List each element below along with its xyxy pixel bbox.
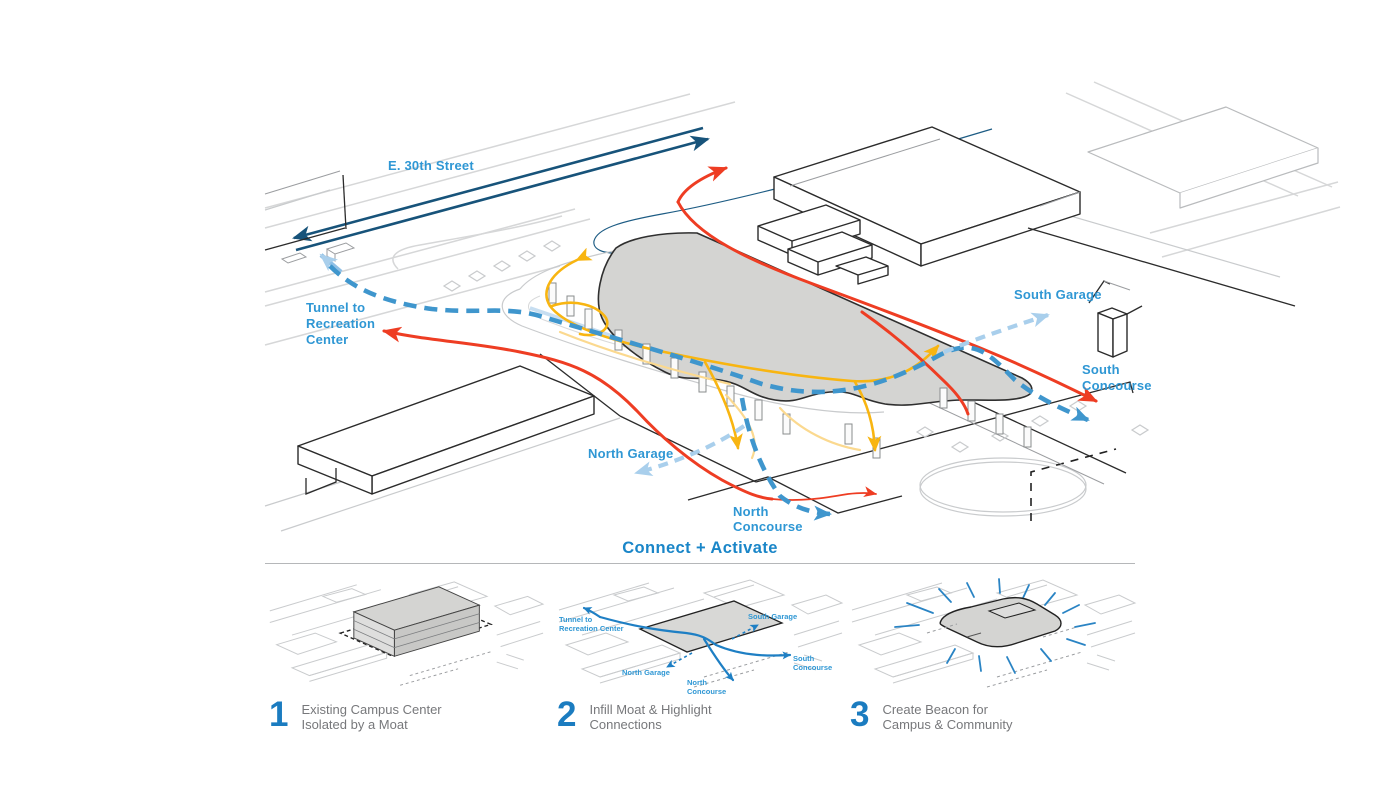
red-through-east	[676, 200, 1098, 403]
label-street: E. 30th Street	[388, 158, 474, 173]
label-north-concourse-1: North	[733, 504, 769, 519]
red-exit-northeast	[676, 166, 728, 204]
red-exit-west	[382, 326, 522, 354]
step3-mini-diagram	[851, 578, 1136, 688]
mini-label-north-garage: North Garage	[622, 668, 670, 677]
tunnel-arrow	[319, 253, 343, 274]
street-arrow-east	[295, 135, 710, 252]
mini-north-concourse-line	[702, 637, 735, 682]
connection-lines	[582, 606, 792, 682]
step2-caption-line2: Connections	[589, 717, 662, 733]
red-circulation	[382, 166, 1098, 501]
survey-dashed-line	[1030, 448, 1117, 521]
mini-label-south-concourse-1: South	[793, 654, 815, 663]
main-diagram: E. 30th Street Tunnel to Recreation Cent…	[264, 81, 1341, 534]
street-boxes	[280, 242, 356, 264]
mini-label-south-concourse-2: Concourse	[793, 663, 832, 672]
red-branch-steep	[860, 310, 970, 416]
mini-labels: Tunnel to Recreation Center South Garage…	[559, 612, 832, 696]
infilled-plate	[638, 600, 784, 653]
red-hook-arrow	[771, 486, 877, 501]
street-arrow-west	[292, 126, 704, 242]
pedestrian-paths	[319, 253, 1090, 521]
label-tunnel-1: Tunnel to	[306, 300, 365, 315]
mini-south-concourse-line	[598, 615, 792, 660]
label-tunnel-2: Recreation	[306, 316, 375, 331]
label-south-concourse-2: Concourse	[1082, 378, 1152, 393]
label-tunnel-3: Center	[306, 332, 348, 347]
mini-label-south-garage: South Garage	[748, 612, 797, 621]
step-panel-2: Tunnel to Recreation Center South Garage…	[553, 575, 845, 733]
mini-tunnel-arrow	[582, 606, 602, 619]
step1-caption-line2: Isolated by a Moat	[301, 717, 408, 733]
pavers	[442, 240, 1150, 453]
label-north-concourse-2: Concourse	[733, 519, 803, 534]
label-south-garage: South Garage	[1014, 287, 1102, 302]
step1-number: 1	[269, 695, 289, 734]
label-south-concourse-1: South	[1082, 362, 1120, 377]
building-northwest	[264, 170, 347, 251]
diagram-labels: E. 30th Street Tunnel to Recreation Cent…	[306, 158, 1152, 534]
mini-label-north-concourse-1: North	[687, 678, 707, 687]
main-tunnel-path	[328, 264, 1090, 423]
yellow-west-swirl	[550, 301, 609, 337]
mini-label-tunnel-1: Tunnel to	[559, 615, 593, 624]
kiosk	[1088, 280, 1143, 358]
north-concourse-path	[739, 397, 832, 521]
section-divider	[265, 563, 1135, 564]
step-panel-1: 1 Existing Campus Center Isolated by a M…	[265, 575, 545, 733]
south-garage-path	[943, 312, 1050, 354]
existing-building	[338, 586, 493, 658]
step2-mini-diagram: Tunnel to Recreation Center South Garage…	[558, 579, 843, 696]
step-panel-3: 3 Create Beacon for Campus & Community	[846, 575, 1138, 733]
label-north-garage: North Garage	[588, 446, 673, 461]
beacon-building	[926, 596, 1078, 648]
step2-number: 2	[557, 695, 577, 734]
mini-label-tunnel-2: Recreation Center	[559, 624, 624, 633]
step3-number: 3	[850, 695, 870, 734]
step3-caption-line1: Create Beacon for	[882, 702, 988, 717]
step3-caption-line2: Campus & Community	[882, 717, 1013, 733]
step1-mini-diagram	[269, 581, 544, 686]
building-southwest-bar	[297, 365, 595, 495]
north-garage-path	[634, 424, 746, 477]
diagram-title: Connect + Activate	[622, 539, 778, 557]
mini-north-garage-dash	[666, 652, 693, 668]
round-plaza	[919, 448, 1117, 521]
red-south-sweep	[518, 350, 774, 501]
beacon-rays	[894, 578, 1096, 674]
yellow-branch-center-down	[703, 360, 743, 450]
step2-caption-line1: Infill Moat & Highlight	[589, 702, 712, 717]
building-northeast	[757, 106, 1319, 307]
mini-south-garage-dash	[731, 624, 759, 640]
step1-caption-line1: Existing Campus Center	[301, 702, 442, 717]
mini-label-north-concourse-2: Concourse	[687, 687, 726, 696]
